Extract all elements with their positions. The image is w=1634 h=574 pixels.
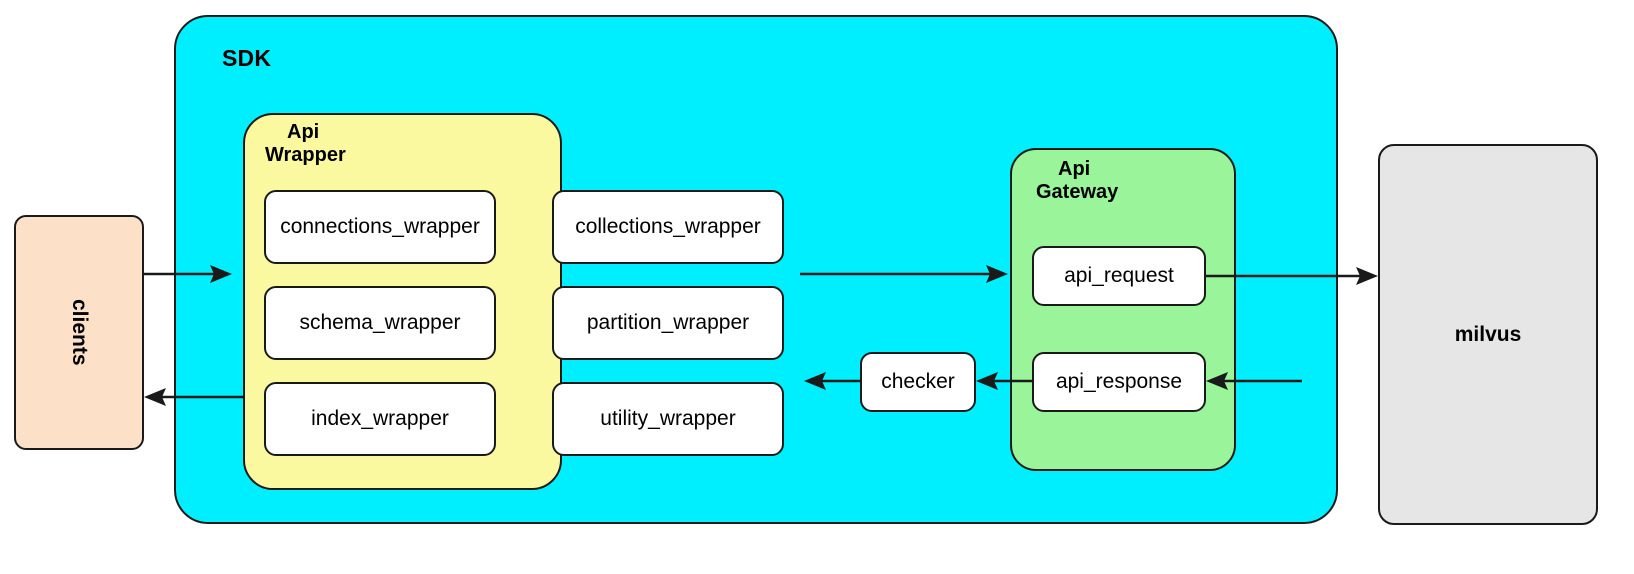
api-wrapper-label: Api Wrapper bbox=[265, 121, 346, 167]
clients-label: clients bbox=[68, 299, 91, 366]
node-label: collections_wrapper bbox=[575, 215, 761, 238]
node-label: connections_wrapper bbox=[280, 215, 480, 238]
clients-box[interactable]: clients bbox=[14, 215, 144, 450]
node-checker[interactable]: checker bbox=[860, 352, 976, 412]
node-label: api_request bbox=[1064, 264, 1174, 287]
node-collections-wrapper[interactable]: collections_wrapper bbox=[552, 190, 784, 264]
node-partition-wrapper[interactable]: partition_wrapper bbox=[552, 286, 784, 360]
milvus-label: milvus bbox=[1454, 322, 1522, 346]
node-api-response[interactable]: api_response bbox=[1032, 352, 1206, 412]
node-label: utility_wrapper bbox=[600, 407, 736, 430]
sdk-label: SDK bbox=[222, 45, 272, 71]
api-gateway-label: Api Gateway bbox=[1036, 158, 1118, 204]
api-gateway-container[interactable]: Api Gateway bbox=[1010, 148, 1236, 471]
node-label: api_response bbox=[1055, 370, 1183, 393]
node-utility-wrapper[interactable]: utility_wrapper bbox=[552, 382, 784, 456]
api-gateway-label-line2: Gateway bbox=[1036, 181, 1119, 203]
node-label: checker bbox=[881, 370, 955, 393]
node-connections-wrapper[interactable]: connections_wrapper bbox=[264, 190, 496, 264]
node-schema-wrapper[interactable]: schema_wrapper bbox=[264, 286, 496, 360]
api-wrapper-label-line1: Api bbox=[287, 121, 320, 143]
node-label: index_wrapper bbox=[311, 407, 449, 430]
milvus-box[interactable]: milvus bbox=[1378, 144, 1598, 525]
node-index-wrapper[interactable]: index_wrapper bbox=[264, 382, 496, 456]
node-label: schema_wrapper bbox=[299, 311, 461, 334]
api-wrapper-label-line2: Wrapper bbox=[265, 144, 346, 166]
api-gateway-label-line1: Api bbox=[1058, 158, 1091, 180]
node-label: partition_wrapper bbox=[586, 311, 750, 334]
node-api-request[interactable]: api_request bbox=[1032, 246, 1206, 306]
